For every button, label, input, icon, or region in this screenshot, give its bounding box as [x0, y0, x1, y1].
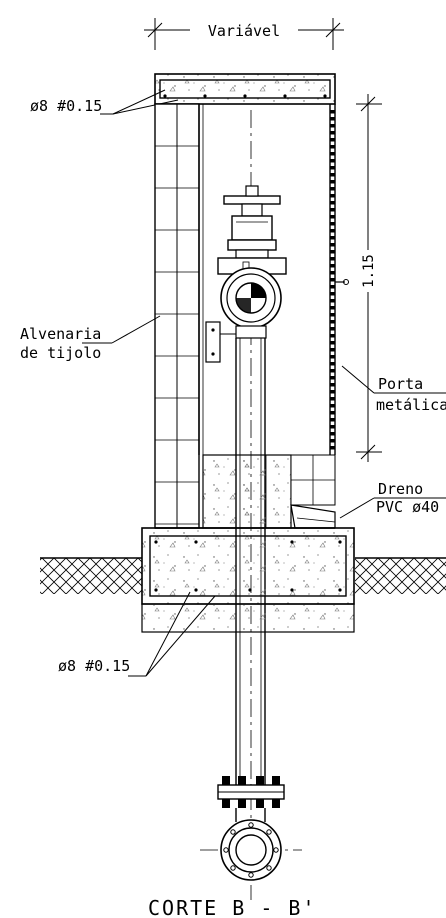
door-label-line2: metálica — [376, 396, 446, 414]
hydrant-valve — [205, 110, 287, 900]
width-dimension: Variável — [144, 18, 344, 50]
height-dimension-label: 1.15 — [361, 254, 377, 288]
door-callout: Porta metálica — [341, 365, 446, 414]
height-dimension: 1.15 — [356, 94, 382, 462]
rebar-top-callout: ø8 #0.15 — [30, 89, 179, 115]
cabinet-interior — [198, 104, 349, 455]
rebar-bottom-label: ø8 #0.15 — [58, 657, 130, 675]
drain-label-line2: PVC ø40 — [376, 498, 439, 516]
masonry-label-line1: Alvenaria — [20, 325, 101, 343]
masonry-label-line2: de tijolo — [20, 344, 101, 362]
ground — [40, 557, 446, 594]
main-pipe-end — [200, 819, 302, 881]
masonry-callout: Alvenaria de tijolo — [20, 315, 161, 362]
pipe-flange — [217, 776, 285, 822]
rebar-top-label: ø8 #0.15 — [30, 97, 102, 115]
section-title: CORTE B - B' — [148, 896, 317, 918]
width-dimension-label: Variável — [208, 22, 280, 40]
drain-callout: Dreno PVC ø40 — [339, 480, 446, 519]
metal-door — [330, 110, 335, 450]
door-label-line1: Porta — [378, 375, 423, 393]
top-slab — [154, 73, 336, 105]
drain-label-line1: Dreno — [378, 480, 423, 498]
rebar-bottom-callout: ø8 #0.15 — [58, 591, 216, 677]
foundation-block — [141, 527, 355, 633]
masonry-wall — [154, 103, 200, 529]
